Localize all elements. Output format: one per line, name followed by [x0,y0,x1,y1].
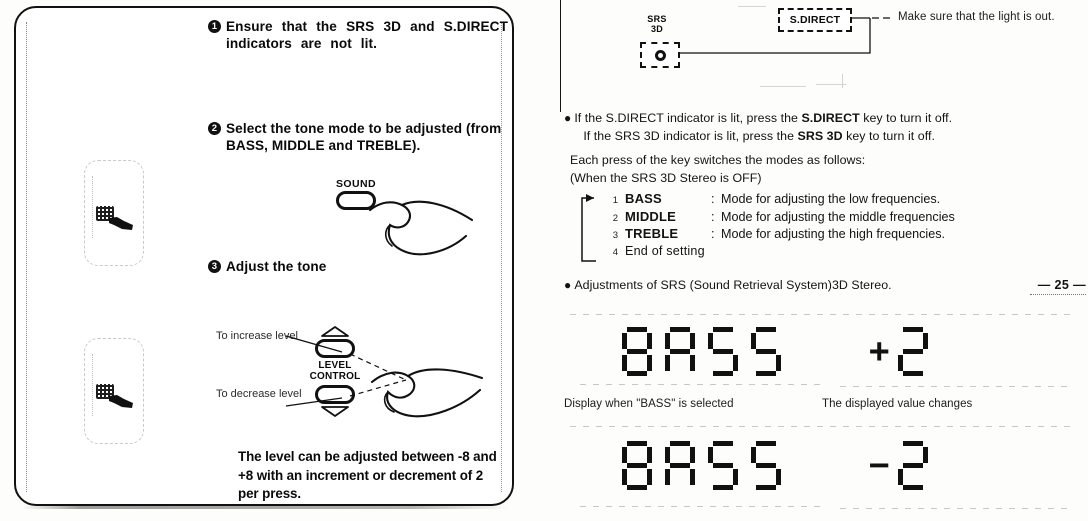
mode-name: TREBLE [625,226,679,242]
display-caption-right-1: The displayed value changes [822,398,973,410]
bullet-dot-icon: ● [564,111,572,125]
column-divider [560,0,561,112]
light-out-callout-text: Make sure that the light is out. [898,11,1055,23]
step-1: 1 Ensure that the SRS 3D and S.DIRECT in… [208,18,508,53]
segment-value-2: − [869,440,930,490]
segment-value-1: + [869,326,930,376]
value-sign-2: − [869,445,890,485]
step-1-bullet-icon: 1 [208,20,221,33]
tone-mode-list: 1 BASS : Mode for adjusting the low freq… [572,190,1072,262]
srs-3d-indicator-callout [640,42,680,68]
page-number: — 25 — [1029,276,1086,295]
triangle-down-icon [321,406,349,417]
display-caption-left-1: Display when "BASS" is selected [564,398,734,410]
level-range-note: The level can be adjusted between -8 and… [238,449,497,501]
panel-drop-shadow [22,506,508,509]
mode-row: 4 End of setting [602,243,1072,260]
level-control-label-line1: LEVEL [318,360,352,371]
pointing-hand-icon [109,217,133,230]
step-3: 3 Adjust the tone [208,258,488,275]
step-3-bullet-icon: 3 [208,260,221,273]
srs-adjustments-text: Adjustments of SRS (Sound Retrieval Syst… [574,278,892,292]
mode-name: End of setting [625,244,705,259]
mode-colon: : [711,227,715,242]
mode-number: 1 [612,195,618,206]
mode-row: 3 TREBLE : Mode for adjusting the high f… [602,225,1072,243]
sdirect-label: S.DIRECT [789,14,841,26]
seg-char-S-1 [708,327,738,376]
display-example-1: + Display when "BASS" is selected The di… [560,312,1088,420]
segment-word-bass-2 [620,440,783,490]
seg-digit-2-b [898,441,929,490]
panel-inner-rule-left [26,22,27,492]
remote-keypad-icon-2 [96,384,114,399]
mode-description: Mode for adjusting the middle frequencie… [721,209,955,224]
seg-char-S-3 [708,441,738,490]
step-2-bullet-icon: 2 [208,122,221,135]
decrease-level-label: To decrease level [216,388,302,400]
display-example-2: − [560,418,1088,521]
step-3-text: Adjust the tone [226,259,327,274]
mode-switch-line-2: (When the SRS 3D Stereo is OFF) [570,170,762,185]
sound-key-label: SOUND [336,178,376,190]
mode-number: 4 [612,247,618,259]
callout-leader-lines [678,17,892,54]
circle-indicator-icon [654,49,666,61]
sound-key-pill-icon[interactable] [336,191,376,210]
step-2-text: Select the tone mode to be adjusted (fro… [226,121,502,154]
paragraph-1-line-2: If the SRS 3D indicator is lit, press th… [583,128,935,143]
triangle-up-icon [321,326,349,337]
bullet-dot-icon-2: ● [564,278,572,292]
mode-name: BASS [625,191,662,206]
mode-colon: : [711,209,715,224]
level-control-label-line2: CONTROL [309,370,361,382]
level-up-key[interactable] [315,339,355,358]
indicator-instruction-paragraph: ● If the S.DIRECT indicator is lit, pres… [564,110,1086,146]
mode-switch-line-1: Each press of the key switches the modes… [570,153,866,167]
sdirect-indicator-callout: S.DIRECT [778,8,852,32]
srs-adjustments-line: ● Adjustments of SRS (Sound Retrieval Sy… [564,276,1086,295]
step-1-text: Ensure that the SRS 3D and S.DIRECT indi… [226,19,508,52]
level-control-leader-lines [285,335,407,407]
mode-colon: : [711,192,715,206]
mode-description: Mode for adjusting the high frequencies. [721,227,946,242]
srs-3d-label: SRS 3D [634,14,680,34]
segment-word-bass-1 [620,326,783,376]
remote-control-icon [84,160,146,268]
seg-char-A [665,327,695,371]
step-2: 2 Select the tone mode to be adjusted (f… [208,120,514,155]
segment-display-row-2: − [620,440,930,490]
left-instruction-panel: 1 Ensure that the SRS 3D and S.DIRECT in… [14,6,514,506]
sound-key-graphic[interactable]: SOUND [326,178,386,210]
seg-digit-2-a [898,327,929,376]
segment-display-row-1: + [620,326,930,376]
pointing-hand-icon-2 [109,395,133,408]
paragraph-1-line-1: If the S.DIRECT indicator is lit, press … [574,111,953,125]
remote-keypad-icon [96,206,114,221]
value-sign-1: + [869,331,890,371]
seg-char-B [622,327,652,376]
indicator-diagram: SRS 3D S.DIRECT Make sure that the light… [560,0,1088,106]
increase-level-label: To increase level [216,330,298,342]
mode-switch-paragraph: Each press of the key switches the modes… [570,152,1080,188]
seg-char-S-4 [751,441,781,490]
remote-control-icon-2 [84,338,146,446]
seg-char-B-2 [622,441,652,490]
level-control-graphic[interactable]: LEVEL CONTROL [303,326,367,417]
mode-row: 2 MIDDLE : Mode for adjusting the middle… [602,208,1072,226]
mode-loop-arrow-icon [581,194,596,262]
finger-pressing-sound-icon [368,200,474,256]
mode-name: MIDDLE [625,208,677,224]
panel-inner-rule-right [501,22,502,492]
srs-3d-label-line1: SRS [647,14,667,24]
mode-number: 3 [612,230,618,242]
seg-char-S-2 [751,327,781,376]
right-content-column: SRS 3D S.DIRECT Make sure that the light… [560,0,1088,521]
mode-row: 1 BASS : Mode for adjusting the low freq… [602,190,1072,208]
finger-pressing-level-icon [370,368,484,418]
mode-description: Mode for adjusting the low frequencies. [721,192,941,206]
mode-number: 2 [612,212,618,224]
srs-3d-label-line2: 3D [650,24,664,35]
seg-char-A-2 [665,441,695,485]
